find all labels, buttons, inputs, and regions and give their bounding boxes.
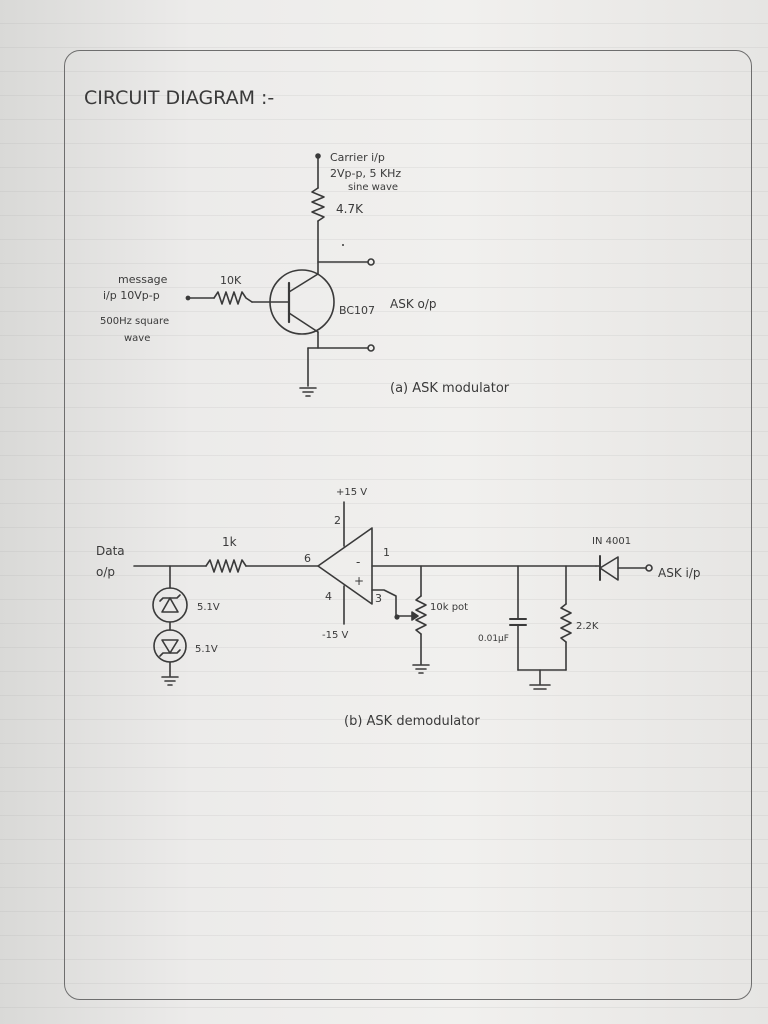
data-label-1: Data xyxy=(96,544,125,558)
ground-symbol-a xyxy=(299,387,317,397)
supply-positive-label: +15 V xyxy=(336,487,367,498)
diode-label: IN 4001 xyxy=(592,536,631,547)
carrier-label-1: Carrier i/p xyxy=(330,151,385,164)
message-label-4: wave xyxy=(124,333,150,344)
pot-10k xyxy=(415,595,427,635)
collector-resistor-label: 4.7K xyxy=(336,202,364,216)
zener-diode-2 xyxy=(153,629,187,663)
data-label-2: o/p xyxy=(96,565,115,579)
capacitor-label: 0.01µF xyxy=(478,634,509,644)
pin-3-label: 3 xyxy=(375,592,382,605)
diode-in4001 xyxy=(599,556,619,581)
pin-6-label: 6 xyxy=(304,552,311,565)
pot-label: 10k pot xyxy=(430,602,468,613)
inverting-sign: - xyxy=(356,555,360,569)
ask-input-terminal xyxy=(645,564,653,572)
load-resistor xyxy=(560,603,572,643)
zener-1-triangle xyxy=(161,597,179,613)
collector-resistor xyxy=(311,187,325,222)
page-border xyxy=(64,50,752,1000)
transistor-collector-lead xyxy=(288,273,319,293)
ask-modulator: Carrier i/p 2Vp-p, 5 KHz sine wave 4.7K … xyxy=(100,151,510,397)
ask-demodulator: +15 V -15 V 2 4 6 3 1 - + Data o/p 1k 5.… xyxy=(96,487,701,729)
carrier-label-2: 2Vp-p, 5 KHz xyxy=(330,167,401,180)
message-label-2: i/p 10Vp-p xyxy=(103,289,160,302)
ground-symbol-pot xyxy=(412,664,430,674)
ask-output-label: ASK o/p xyxy=(390,297,437,311)
input-resistor xyxy=(205,559,247,573)
modulator-caption: (a) ASK modulator xyxy=(390,381,510,396)
zener-2-bar xyxy=(159,649,181,657)
zener-1-bar xyxy=(159,594,181,602)
page-title: CIRCUIT DIAGRAM :- xyxy=(84,87,274,109)
input-resistor-label: 1k xyxy=(222,535,237,549)
demodulator-caption: (b) ASK demodulator xyxy=(344,714,480,729)
supply-negative-label: -15 V xyxy=(322,630,349,641)
message-label-3: 500Hz square xyxy=(100,316,169,327)
load-resistor-label: 2.2K xyxy=(576,621,599,632)
carrier-label-3: sine wave xyxy=(348,182,398,193)
pin-1-label: 1 xyxy=(383,546,390,559)
transistor-emitter-lead xyxy=(288,312,319,333)
zener-2-label: 5.1V xyxy=(195,644,218,655)
zener-1-label: 5.1V xyxy=(197,602,220,613)
ground-symbol-zener xyxy=(161,676,179,686)
non-inverting-wire xyxy=(371,589,413,617)
ground-symbol-rc xyxy=(529,684,551,690)
emitter-terminal xyxy=(367,344,375,352)
pin-4-label: 4 xyxy=(325,590,332,603)
zener-diode-1 xyxy=(152,587,188,623)
base-resistor xyxy=(213,291,253,305)
non-inverting-sign: + xyxy=(354,574,364,588)
zener-2-triangle xyxy=(161,639,179,654)
transistor-label: BC107 xyxy=(339,304,375,317)
collector-terminal xyxy=(367,258,375,266)
ask-input-label: ASK i/p xyxy=(658,566,701,580)
base-resistor-label: 10K xyxy=(220,274,242,287)
pin-2-label: 2 xyxy=(334,514,341,527)
pot-wiper-arrow xyxy=(411,611,419,621)
message-label-1: message xyxy=(118,273,168,286)
